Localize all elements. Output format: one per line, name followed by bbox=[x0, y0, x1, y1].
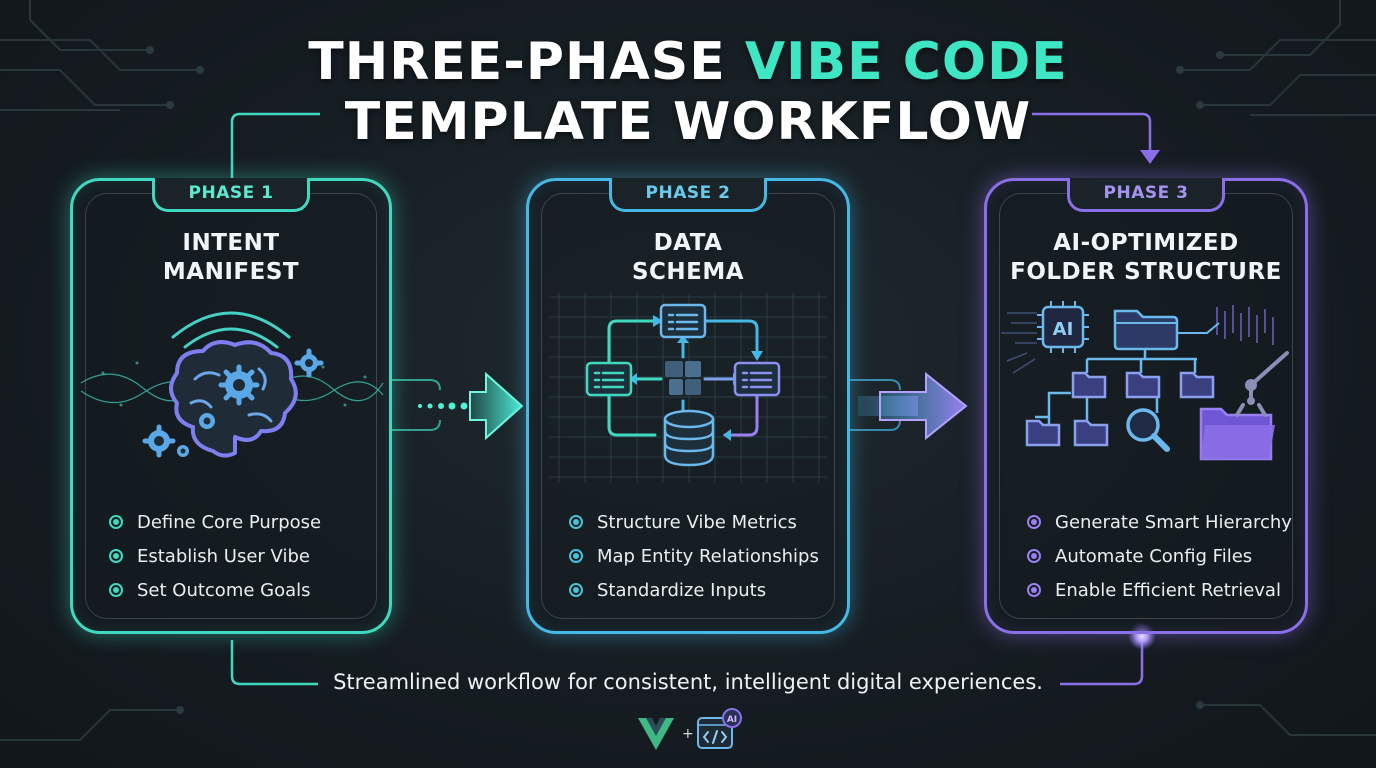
phase-tab: PHASE 2 bbox=[609, 178, 767, 212]
logo-plus-sign: + bbox=[682, 726, 694, 742]
bullet-dot-icon bbox=[109, 549, 123, 563]
title-accent: VIBE CODE bbox=[744, 32, 1068, 92]
phase-card-2: PHASE 2 DATA SCHEMA bbox=[526, 178, 850, 634]
phase-card-3: PHASE 3 AI-OPTIMIZED FOLDER STRUCTURE AI bbox=[984, 178, 1308, 634]
page-title-line1: THREE-PHASE VIBE CODE bbox=[308, 32, 1068, 92]
brain-gears-icon bbox=[80, 311, 384, 458]
bullet-item: Standardize Inputs bbox=[569, 573, 819, 607]
bullet-dot-icon bbox=[569, 515, 583, 529]
page-title-line2: TEMPLATE WORKFLOW bbox=[344, 92, 1032, 152]
bullet-item: Map Entity Relationships bbox=[569, 539, 819, 573]
bullet-item: Structure Vibe Metrics bbox=[569, 505, 819, 539]
phase-tab: PHASE 3 bbox=[1067, 178, 1225, 212]
bullet-item: Establish User Vibe bbox=[109, 539, 321, 573]
bullet-dot-icon bbox=[1027, 583, 1041, 597]
svg-text:AI: AI bbox=[727, 715, 737, 725]
footer-caption: Streamlined workflow for consistent, int… bbox=[333, 670, 1043, 694]
logo-group: + AI bbox=[638, 708, 742, 750]
phase-bullet-list: Structure Vibe Metrics Map Entity Relati… bbox=[569, 505, 819, 607]
phase-title: DATA SCHEMA bbox=[631, 230, 745, 285]
flow-arrow-1 bbox=[418, 371, 524, 441]
bullet-dot-icon bbox=[1027, 549, 1041, 563]
phase-card-1: PHASE 1 INTENT MANIFEST bbox=[70, 178, 392, 634]
ai-badge-icon: AI bbox=[722, 708, 742, 728]
phase-title: INTENT MANIFEST bbox=[162, 230, 300, 285]
flow-arrow-2 bbox=[858, 371, 968, 441]
phase-title: AI-OPTIMIZED FOLDER STRUCTURE bbox=[1010, 230, 1282, 285]
bullet-item: Automate Config Files bbox=[1027, 539, 1292, 573]
bullet-dot-icon bbox=[569, 549, 583, 563]
bullet-dot-icon bbox=[109, 515, 123, 529]
phase-bullet-list: Generate Smart Hierarchy Automate Config… bbox=[1027, 505, 1292, 607]
data-schema-icon bbox=[549, 293, 827, 483]
bullet-item: Set Outcome Goals bbox=[109, 573, 321, 607]
ai-chip-label: AI bbox=[1053, 319, 1074, 340]
folder-tree-icon: AI bbox=[1001, 301, 1289, 461]
bullet-dot-icon bbox=[109, 583, 123, 597]
phase-tab: PHASE 1 bbox=[152, 178, 310, 212]
vue-logo-icon bbox=[638, 718, 674, 750]
bullet-dot-icon bbox=[569, 583, 583, 597]
phase-bullet-list: Define Core Purpose Establish User Vibe … bbox=[109, 505, 321, 607]
bullet-dot-icon bbox=[1027, 515, 1041, 529]
bullet-item: Enable Efficient Retrieval bbox=[1027, 573, 1292, 607]
bullet-item: Generate Smart Hierarchy bbox=[1027, 505, 1292, 539]
bullet-item: Define Core Purpose bbox=[109, 505, 321, 539]
